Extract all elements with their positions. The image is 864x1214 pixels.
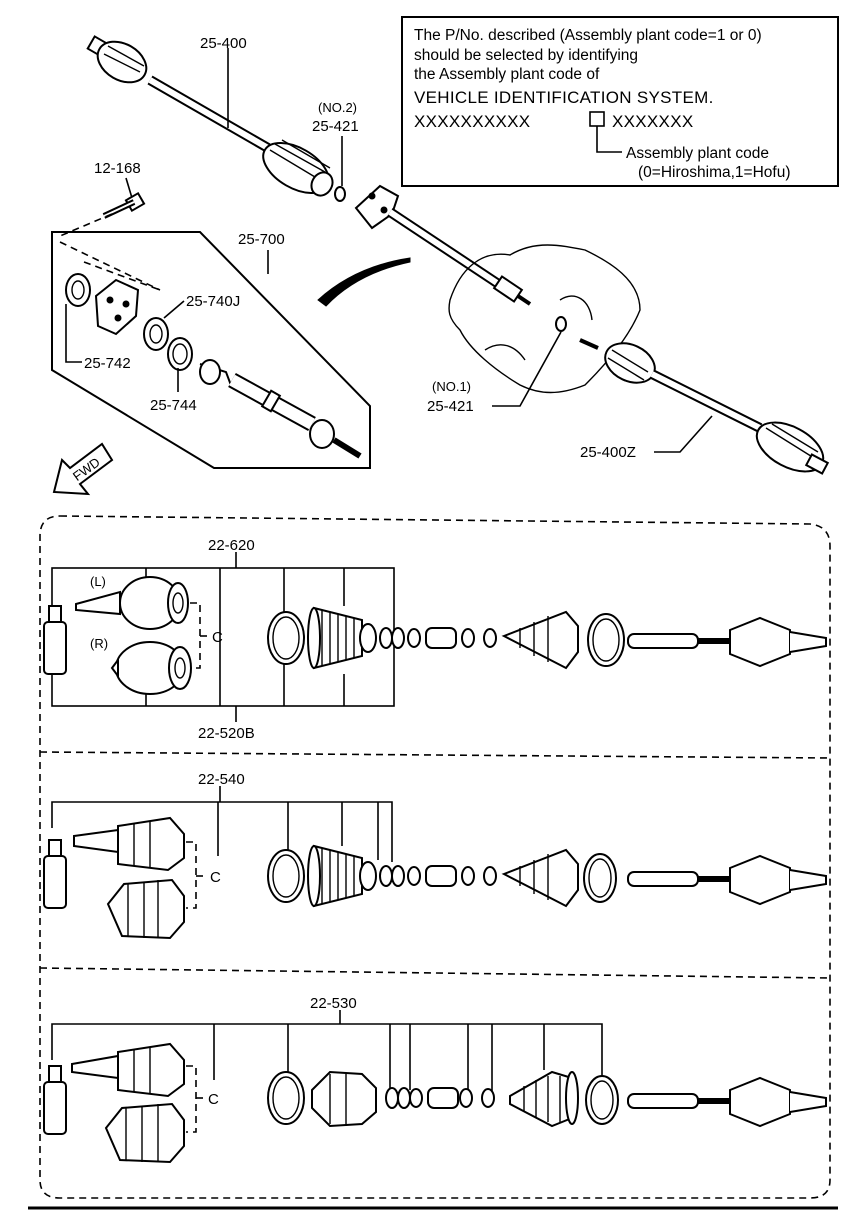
label-left-joint: (L) bbox=[90, 574, 106, 589]
kit-22-540: C bbox=[43, 786, 827, 940]
shaft-25-400 bbox=[86, 35, 334, 197]
svg-text:C: C bbox=[212, 629, 223, 646]
snap-ring-no2 bbox=[334, 186, 346, 202]
kit-22-620: C bbox=[43, 552, 827, 722]
label-22-530: 22-530 bbox=[310, 995, 357, 1012]
kit-region-border bbox=[39, 515, 831, 1199]
label-22-540: 22-540 bbox=[198, 771, 245, 788]
label-25-421-no2: 25-421 bbox=[312, 118, 359, 135]
label-22-520b: 22-520B bbox=[198, 725, 255, 742]
label-25-421-no2-tag: (NO.2) bbox=[318, 100, 357, 115]
label-22-620: 22-620 bbox=[208, 537, 255, 554]
bolt-12-168 bbox=[102, 191, 146, 219]
label-25-742: 25-742 bbox=[84, 355, 131, 372]
joint-shaft bbox=[354, 184, 532, 306]
label-25-421-no1: 25-421 bbox=[427, 398, 474, 415]
kit-22-530: C bbox=[43, 1010, 827, 1164]
assembly-direction-arrow bbox=[317, 257, 411, 307]
fwd-arrow: FWD bbox=[52, 442, 114, 496]
shaft-25-400z bbox=[579, 338, 830, 475]
label-25-421-no1-tag: (NO.1) bbox=[432, 379, 471, 394]
snap-ring-no1 bbox=[555, 316, 567, 332]
plant-code-box bbox=[589, 111, 605, 127]
label-25-740j: 25-740J bbox=[186, 293, 240, 310]
assembly-plant-note: The P/No. described (Assembly plant code… bbox=[401, 16, 839, 187]
vin-right: XXXXXXX bbox=[612, 112, 693, 131]
vin-left: XXXXXXXXXX bbox=[414, 112, 530, 131]
label-25-744: 25-744 bbox=[150, 397, 197, 414]
label-25-700: 25-700 bbox=[238, 231, 285, 248]
code-values: (0=Hiroshima,1=Hofu) bbox=[638, 164, 790, 181]
label-12-168: 12-168 bbox=[94, 160, 141, 177]
note-line-4: VEHICLE IDENTIFICATION SYSTEM. bbox=[414, 88, 714, 107]
svg-text:C: C bbox=[210, 869, 221, 886]
note-line-2: should be selected by identifying bbox=[414, 47, 638, 64]
label-25-400: 25-400 bbox=[200, 35, 247, 52]
code-label: Assembly plant code bbox=[626, 145, 769, 162]
note-line-1: The P/No. described (Assembly plant code… bbox=[414, 27, 762, 44]
svg-text:C: C bbox=[208, 1091, 219, 1108]
label-25-400z: 25-400Z bbox=[580, 444, 636, 461]
inset-25-700 bbox=[51, 231, 371, 469]
label-right-joint: (R) bbox=[90, 636, 108, 651]
note-line-3: the Assembly plant code of bbox=[414, 66, 600, 83]
transmission-outline bbox=[448, 244, 641, 394]
